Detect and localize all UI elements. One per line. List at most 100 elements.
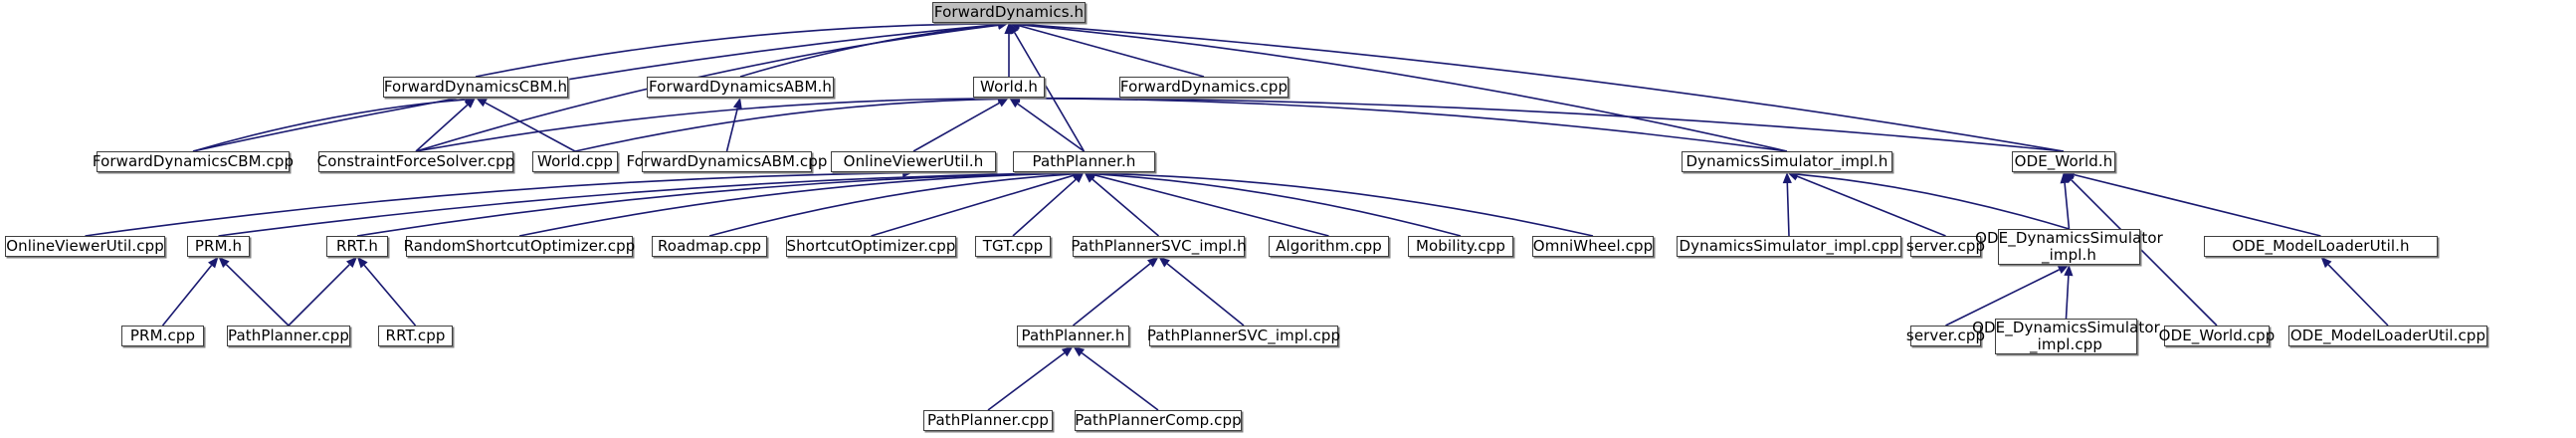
graph-edge-n10-to-n0 xyxy=(1013,32,1086,152)
graph-node-ode-dynamicssimulator-impl-h[interactable]: ODE_DynamicsSimulator _impl.h xyxy=(1975,228,2163,265)
graph-node-prm-cpp[interactable]: PRM.cpp xyxy=(121,326,204,346)
graph-edge-n6-to-n1 xyxy=(415,104,469,152)
graph-edge-n15-to-n10 xyxy=(356,172,1074,237)
graph-edge-n31-to-n20 xyxy=(1072,263,1151,327)
graph-node-forwarddynamicscbm-cpp[interactable]: ForwardDynamicsCBM.cpp xyxy=(92,151,295,172)
graph-edge-n35-to-n12 xyxy=(2071,179,2218,327)
graph-node-roadmap-cpp[interactable]: Roadmap.cpp xyxy=(652,236,767,257)
graph-edge-n34-to-n26 xyxy=(2065,275,2070,320)
graph-edge-n38-to-n31 xyxy=(1081,351,1159,411)
graph-node-prm-h[interactable]: PRM.h xyxy=(187,236,250,257)
graph-arrowhead-n31-to-n20 xyxy=(1147,257,1159,268)
graph-node-pathplanner-h[interactable]: PathPlanner.h xyxy=(1017,326,1129,346)
graph-edge-n6-to-n3 xyxy=(415,98,999,152)
graph-edge-n10-to-n3 xyxy=(1017,103,1085,152)
graph-node-pathplannercomp-cpp[interactable]: PathPlannerComp.cpp xyxy=(1075,410,1242,431)
graph-edge-n12-to-n3 xyxy=(1019,97,2065,152)
graph-edge-n12-to-n0 xyxy=(1019,23,2065,152)
graph-arrowhead-n35-to-n12 xyxy=(2064,172,2075,183)
graph-arrowhead-n6-to-n0 xyxy=(997,20,1009,30)
graph-node-mobility-cpp[interactable]: Mobility.cpp xyxy=(1408,236,1513,257)
graph-arrowhead-n26-to-n12 xyxy=(2060,172,2070,184)
graph-arrowhead-n28-to-n14 xyxy=(208,257,219,269)
graph-arrowhead-n9-to-n3 xyxy=(997,98,1009,108)
graph-edge-n27-to-n12 xyxy=(2074,173,2321,237)
graph-edge-n1-to-n0 xyxy=(475,23,999,78)
graph-node-ode-modelloaderutil-h[interactable]: ODE_ModelLoaderUtil.h xyxy=(2204,236,2438,257)
graph-edge-n28-to-n14 xyxy=(161,264,213,327)
graph-node-server-cpp[interactable]: server.cpp xyxy=(1905,326,1986,346)
graph-edge-n29-to-n14 xyxy=(225,264,290,327)
graph-arrowhead-n20-to-n10 xyxy=(1084,172,1095,183)
graph-edge-n6-to-n0 xyxy=(415,24,999,152)
graph-node-ode-world-cpp[interactable]: ODE_World.cpp xyxy=(2158,326,2276,346)
graph-arrowhead-n32-to-n20 xyxy=(1158,257,1170,268)
graph-node-ode-modelloaderutil-cpp[interactable]: ODE_ModelLoaderUtil.cpp xyxy=(2288,326,2487,346)
graph-edge-n8-to-n2 xyxy=(725,108,739,152)
graph-node-dynamicssimulator-impl-h[interactable]: DynamicsSimulator_impl.h xyxy=(1682,151,1892,172)
graph-edge-n7-to-n1 xyxy=(485,102,576,152)
graph-edge-n11-to-n0 xyxy=(1019,24,1788,152)
graph-arrowhead-n33-to-n26 xyxy=(2057,265,2070,274)
graph-edge-n9-to-n3 xyxy=(912,102,1000,152)
graph-arrowhead-n19-to-n10 xyxy=(1073,172,1085,183)
graph-edge-n4-to-n0 xyxy=(1019,25,1205,78)
graph-node-forwarddynamicscbm-h[interactable]: ForwardDynamicsCBM.h xyxy=(383,77,568,98)
graph-arrowhead-n34-to-n26 xyxy=(2064,265,2074,277)
graph-node-rrt-h[interactable]: RRT.h xyxy=(326,236,388,257)
graph-edge-n14-to-n10 xyxy=(218,172,1074,237)
graph-node-pathplannersvc-impl-h[interactable]: PathPlannerSVC_impl.h xyxy=(1071,236,1247,257)
graph-edge-n26-to-n11 xyxy=(1797,173,2070,230)
graph-edge-n22-to-n10 xyxy=(1094,173,1462,237)
graph-arrowhead-n30-to-n15 xyxy=(357,257,368,269)
graph-arrowhead-n29-to-n14 xyxy=(218,257,230,268)
graph-node-shortcutoptimizer-cpp[interactable]: ShortcutOptimizer.cpp xyxy=(786,236,956,257)
graph-node-constraintforcesolver-cpp[interactable]: ConstraintForceSolver.cpp xyxy=(316,151,515,172)
graph-edge-n23-to-n10 xyxy=(1094,172,1594,237)
graph-node-forwarddynamicsabm-cpp[interactable]: ForwardDynamicsABM.cpp xyxy=(626,151,828,172)
graph-node-forwarddynamics-h[interactable]: ForwardDynamics.h xyxy=(932,2,1086,23)
graph-node-ode-dynamicssimulator-impl-cpp[interactable]: ODE_DynamicsSimulator _impl.cpp xyxy=(1972,318,2160,354)
graph-node-forwarddynamicsabm-h[interactable]: ForwardDynamicsABM.h xyxy=(647,77,834,98)
graph-node-world-cpp[interactable]: World.cpp xyxy=(532,151,618,172)
graph-edge-n5-to-n1 xyxy=(192,99,466,152)
graph-edge-n5-to-n0 xyxy=(192,23,999,152)
graph-edge-n32-to-n20 xyxy=(1166,263,1245,327)
graph-arrowhead-n29-to-n15 xyxy=(346,257,357,268)
graph-edge-n17-to-n10 xyxy=(708,173,1074,237)
graph-edge-n36-to-n27 xyxy=(2327,264,2389,327)
graph-edge-n18-to-n10 xyxy=(871,174,1075,237)
graph-edge-n13-to-n9 xyxy=(85,172,903,237)
graph-edge-n24-to-n11 xyxy=(1786,182,1790,237)
graph-node-pathplannersvc-impl-cpp[interactable]: PathPlannerSVC_impl.cpp xyxy=(1146,326,1341,346)
graph-node-randomshortcutoptimizer-cpp[interactable]: RandomShortcutOptimizer.cpp xyxy=(403,236,636,257)
graph-edge-n29-to-n15 xyxy=(288,264,350,327)
graph-arrowhead-n38-to-n31 xyxy=(1073,346,1086,357)
graph-edge-n20-to-n10 xyxy=(1091,178,1160,237)
graph-edge-n16-to-n10 xyxy=(518,172,1074,237)
graph-node-pathplanner-h[interactable]: PathPlanner.h xyxy=(1013,151,1155,172)
graph-node-world-h[interactable]: World.h xyxy=(973,77,1045,98)
graph-node-onlineviewerutil-cpp[interactable]: OnlineViewerUtil.cpp xyxy=(5,236,165,257)
graph-arrowhead-n36-to-n27 xyxy=(2320,257,2332,269)
graph-arrowhead-n6-to-n1 xyxy=(464,98,476,109)
graph-node-ode-world-h[interactable]: ODE_World.h xyxy=(2012,151,2115,172)
graph-node-pathplanner-cpp[interactable]: PathPlanner.cpp xyxy=(923,410,1053,431)
graph-node-omniwheel-cpp[interactable]: OmniWheel.cpp xyxy=(1532,236,1654,257)
graph-node-forwarddynamics-cpp[interactable]: ForwardDynamics.cpp xyxy=(1119,77,1288,98)
graph-node-server-cpp[interactable]: server.cpp xyxy=(1905,236,1986,257)
graph-node-rrt-cpp[interactable]: RRT.cpp xyxy=(378,326,453,346)
graph-node-tgt-cpp[interactable]: TGT.cpp xyxy=(975,236,1051,257)
graph-node-dynamicssimulator-impl-cpp[interactable]: DynamicsSimulator_impl.cpp xyxy=(1677,236,1901,257)
graph-node-algorithm-cpp[interactable]: Algorithm.cpp xyxy=(1269,236,1389,257)
graph-arrowhead-n8-to-n2 xyxy=(732,98,742,110)
graph-node-onlineviewerutil-h[interactable]: OnlineViewerUtil.h xyxy=(831,151,996,172)
graph-edge-n7-to-n3 xyxy=(574,98,999,152)
graph-edge-n19-to-n10 xyxy=(1012,178,1077,237)
graph-arrowhead-n7-to-n1 xyxy=(476,98,488,108)
graph-edge-n37-to-n31 xyxy=(987,351,1066,411)
graph-edge-n21-to-n10 xyxy=(1093,174,1329,237)
graph-node-pathplanner-cpp[interactable]: PathPlanner.cpp xyxy=(227,326,350,346)
